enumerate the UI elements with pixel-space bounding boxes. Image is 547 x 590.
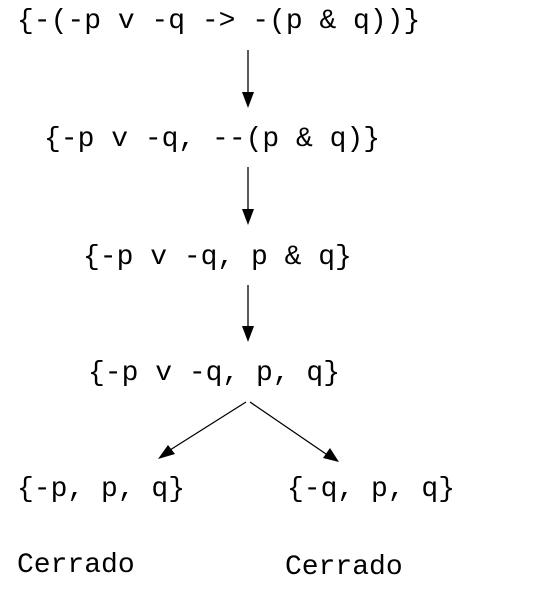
tableau-node-right-branch: {-q, p, q}	[287, 474, 456, 505]
tableau-node-step-2: {-p v -q, --(p & q)}	[44, 124, 381, 155]
tableau-node-step-4: {-p v -q, p, q}	[88, 358, 341, 389]
tableau-node-left-branch: {-p, p, q}	[17, 474, 186, 505]
right-branch-status: Cerrado	[285, 552, 403, 583]
arrow-left-branch-head	[158, 445, 175, 459]
left-branch-status: Cerrado	[17, 550, 135, 581]
tableau-node-step-3: {-p v -q, p & q}	[83, 242, 352, 273]
arrow-right-branch-head	[323, 448, 339, 462]
arrow-1-head	[242, 92, 254, 108]
arrow-2-head	[242, 209, 254, 225]
arrow-right-branch-shaft	[249, 401, 327, 455]
arrow-3-head	[242, 326, 254, 342]
tableau-node-root: {-(-p v -q -> -(p & q))}	[17, 6, 421, 37]
arrow-left-branch-shaft	[169, 401, 247, 451]
